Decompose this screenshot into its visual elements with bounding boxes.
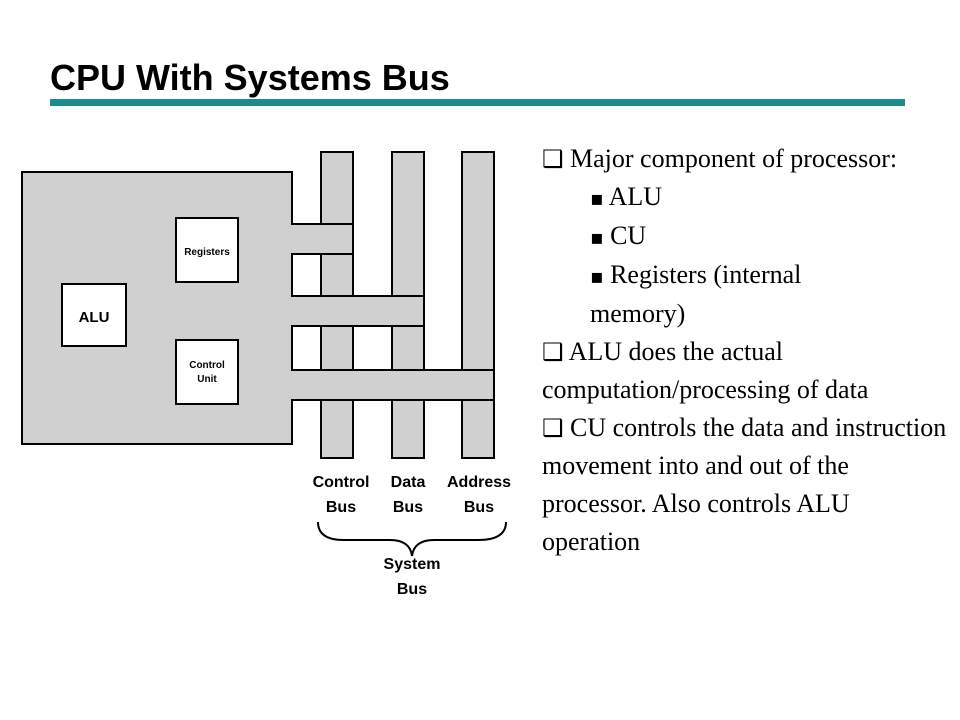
bullet-text: CU controls the data and instruction mov… — [542, 413, 947, 556]
checkbox-bullet-icon: ❑ — [542, 338, 564, 366]
bullet-text: ALU does the actual computation/processi… — [542, 337, 869, 404]
sub-bullet-cu: ▪ CU — [542, 217, 952, 256]
address-bus-label: Address — [447, 474, 511, 491]
address-bus-suffix: Bus — [464, 499, 494, 516]
control-unit-box — [175, 339, 239, 405]
checkbox-bullet-icon: ❑ — [542, 414, 564, 442]
sub-bullet-text: CU — [610, 221, 647, 250]
sub-bullet-text: ALU — [608, 182, 663, 211]
slide-title: CPU With Systems Bus — [50, 57, 450, 98]
system-bus-label-line1: System — [384, 556, 441, 573]
square-bullet-icon: ▪ — [590, 264, 604, 288]
bullet-list: ❑ Major component of processor: ▪ ALU ▪ … — [542, 140, 952, 561]
checkbox-bullet-icon: ❑ — [542, 145, 564, 173]
control-unit-label-line1: Control — [189, 360, 225, 371]
sub-bullet-alu: ▪ ALU — [542, 178, 952, 217]
sub-bullet-registers: ▪ Registers (internal — [542, 256, 952, 295]
bullet-alu-description: ❑ ALU does the actual computation/proces… — [542, 333, 952, 409]
sub-bullet-text: Registers (internal — [610, 260, 802, 289]
bullet-cu-description: ❑ CU controls the data and instruction m… — [542, 409, 952, 561]
connector-fills — [289, 225, 493, 399]
alu-label: ALU — [79, 309, 110, 326]
control-bus-label: Control — [313, 474, 370, 491]
bullet-text: Major component of processor: — [570, 144, 898, 173]
control-unit-label-line2: Unit — [197, 374, 217, 385]
system-bus-brace — [317, 521, 507, 557]
control-bus-suffix: Bus — [326, 499, 356, 516]
address-bus — [461, 151, 495, 459]
data-bus-suffix: Bus — [393, 499, 423, 516]
square-bullet-icon: ▪ — [590, 225, 604, 249]
registers-box — [175, 217, 239, 283]
square-bullet-icon: ▪ — [590, 186, 604, 210]
registers-label: Registers — [184, 247, 230, 258]
system-bus-label-line2: Bus — [397, 581, 427, 598]
bullet-major-components: ❑ Major component of processor: — [542, 140, 952, 178]
sub-bullet-registers-continuation: memory) — [590, 299, 686, 328]
data-bus-label: Data — [391, 474, 426, 491]
alu-box — [61, 283, 127, 347]
title-underline — [50, 99, 905, 106]
